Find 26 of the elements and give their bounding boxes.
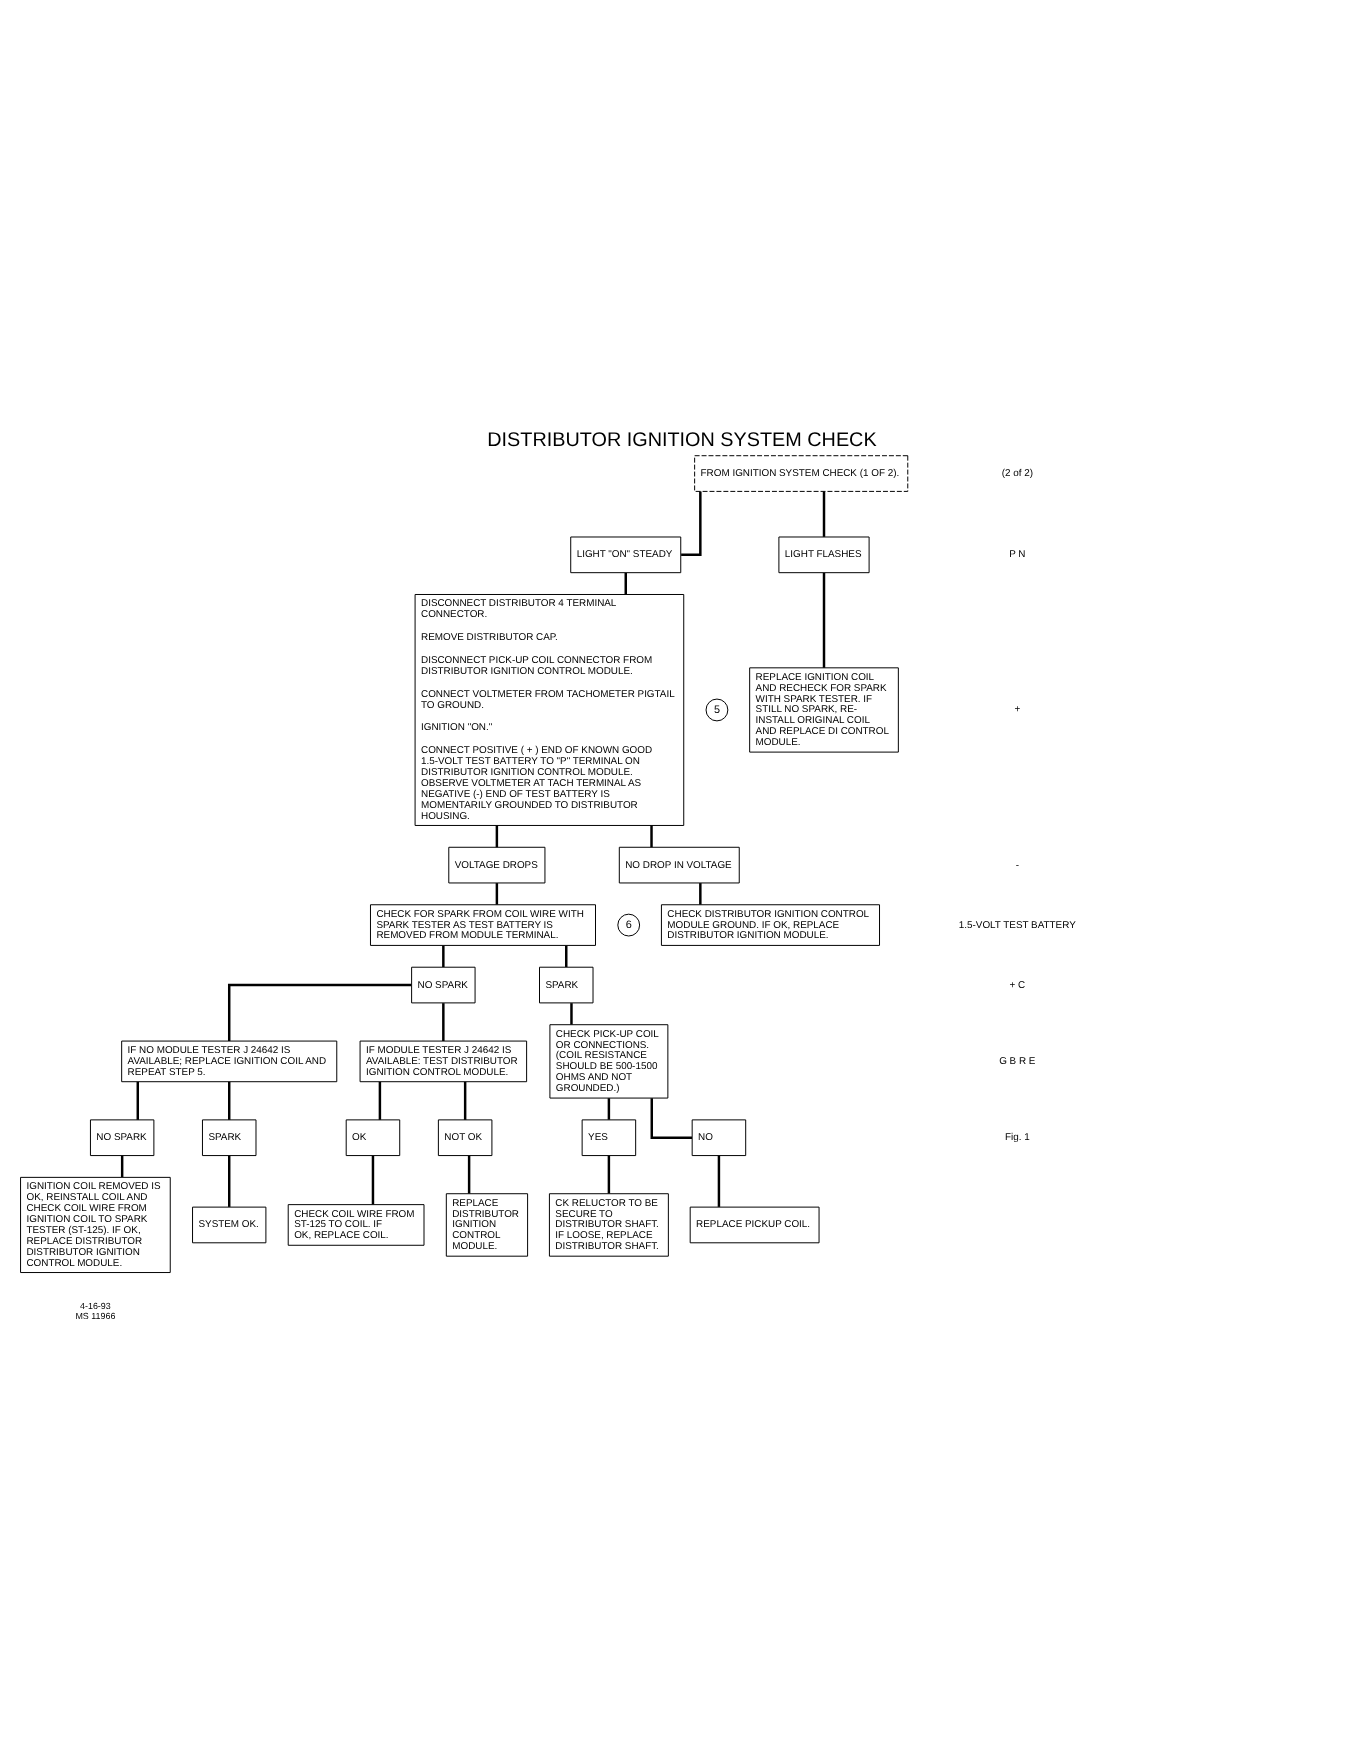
connector [624,572,627,595]
connector [607,1098,611,1120]
connector [650,825,653,848]
connector [822,572,826,668]
connector [650,1098,692,1139]
connector [463,1081,467,1120]
connector [228,1155,231,1207]
connector [228,983,412,1041]
connector [822,491,826,537]
connector [442,1003,445,1041]
connector [495,883,499,905]
connector [467,1155,471,1194]
connector [442,945,445,967]
connector [717,1155,721,1207]
connector [607,1155,611,1194]
connector [136,1081,139,1120]
connector [570,1003,573,1025]
connector [681,491,702,557]
connector [495,825,499,848]
connector [378,1081,382,1120]
connector [120,1155,124,1178]
connector [228,1081,231,1120]
connector [699,883,702,905]
diagram-title: DISTRIBUTOR IGNITION SYSTEM CHECK [487,429,877,452]
connector [565,945,568,967]
connector [371,1155,375,1205]
